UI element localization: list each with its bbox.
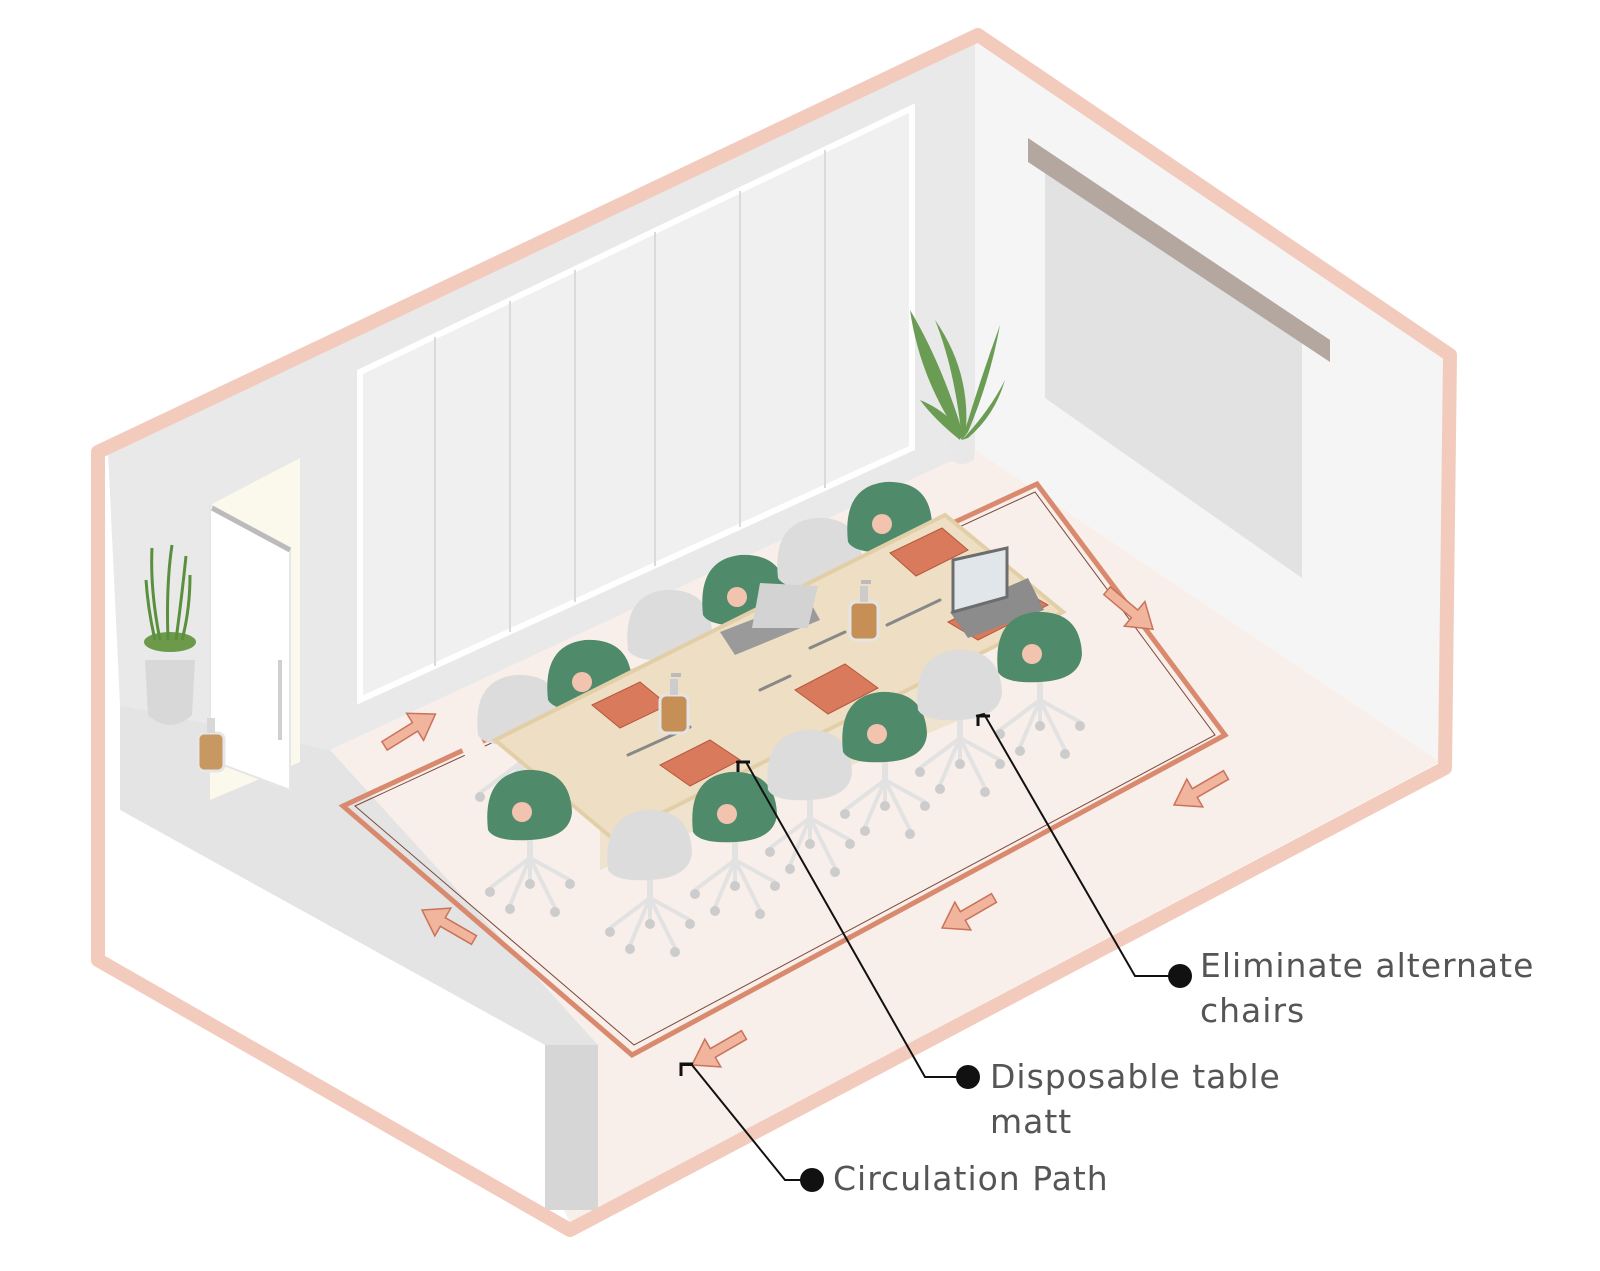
window-frame [357, 103, 915, 705]
callout-eliminate-chairs: Eliminate alternate chairs [975, 712, 1546, 1030]
laptop-icon [950, 546, 1044, 638]
leader-corner [679, 1062, 693, 1076]
table-matt [794, 663, 879, 715]
sanitizer-bottle-icon [848, 580, 880, 642]
window-panels [357, 103, 915, 705]
tall-plant [144, 544, 196, 725]
sanitizer-bottles [658, 580, 880, 735]
room-outline [91, 28, 1457, 1237]
svg-text:Circulation Path: Circulation Path [833, 1159, 1109, 1198]
callout-line: matt [990, 1102, 1072, 1141]
table-matt [659, 739, 741, 787]
projection-screen [1028, 138, 1330, 578]
left-partition-end [545, 1045, 598, 1210]
chair [915, 649, 1005, 797]
arrow-icon [940, 892, 998, 931]
chair [840, 691, 930, 839]
screen-surface [1045, 170, 1302, 578]
leader-corner [976, 714, 990, 726]
chair [485, 769, 575, 917]
leader-dot [1168, 964, 1192, 988]
left-partition-top [120, 705, 598, 1045]
svg-text:Eliminate alternate chai: Eliminate alternate chairs [1200, 946, 1546, 1030]
callout-line: Circulation Path [833, 1159, 1109, 1198]
callout-line: Disposable table [990, 1057, 1281, 1096]
arrow-icon [420, 907, 478, 946]
callout-line: Eliminate alternate [1200, 946, 1534, 985]
circulation-arrows [380, 585, 1230, 1068]
arrow-icon [1172, 769, 1230, 808]
arrow-icon [1102, 585, 1155, 631]
leader-corner [736, 760, 750, 772]
svg-text:Disposable table matt: Disposable table matt [990, 1057, 1292, 1141]
sanitizer-bottle-icon [658, 673, 690, 735]
chairs-front-row [485, 611, 1085, 957]
callout-line: chairs [1200, 991, 1305, 1030]
floor-plant [910, 310, 1005, 464]
chair [765, 729, 855, 877]
laptop-icon [720, 583, 820, 655]
arrow-icon [690, 1029, 748, 1068]
callout-circulation-path: Circulation Path [679, 1062, 1109, 1198]
counter-sanitizer [196, 718, 226, 773]
chair [690, 771, 780, 919]
door [209, 458, 300, 800]
chair [995, 611, 1085, 759]
arrow-icon [380, 712, 437, 752]
table-matt [889, 527, 969, 577]
screen-housing [1028, 138, 1330, 362]
leader-dot [956, 1065, 980, 1089]
left-partition-face [120, 810, 545, 1210]
callout-table-matt: Disposable table matt [736, 760, 1292, 1141]
leader-dot [800, 1168, 824, 1192]
chair [605, 809, 695, 957]
